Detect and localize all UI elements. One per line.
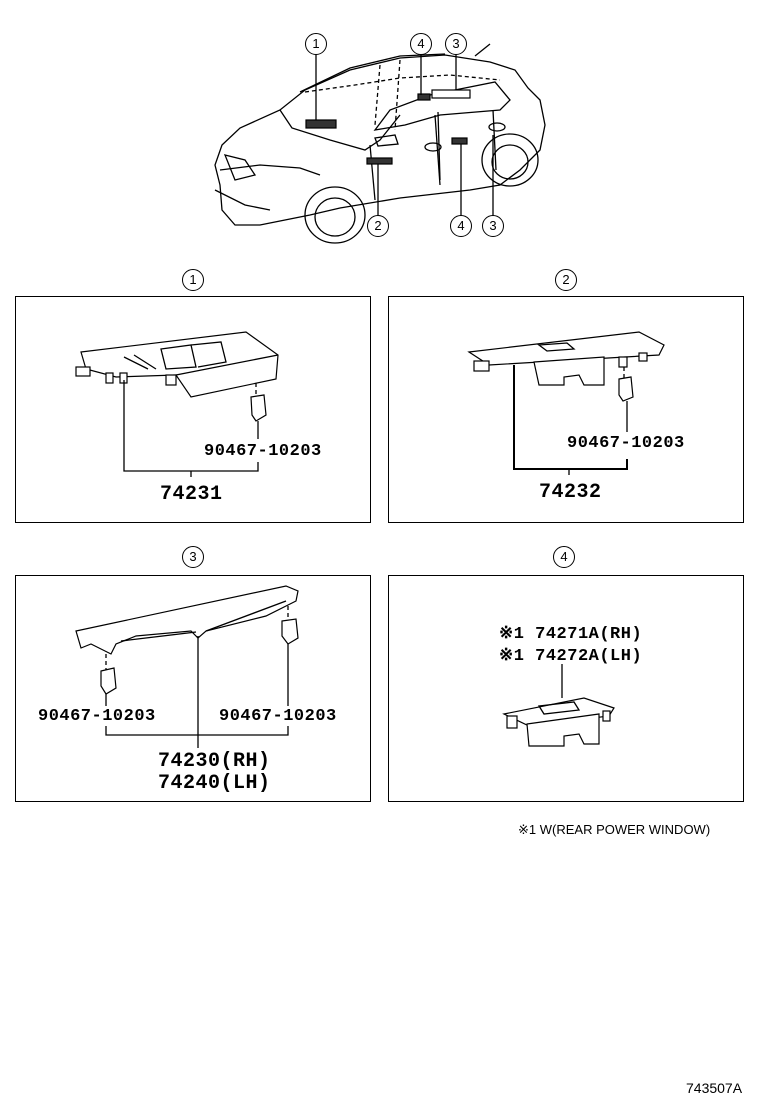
- part-number-assembly-lh[interactable]: ※1 74272A(LH): [499, 647, 643, 666]
- part-number-clip[interactable]: 90467-10203: [567, 434, 685, 453]
- part-number-assembly-rh[interactable]: ※1 74271A(RH): [499, 625, 643, 644]
- part-number-clip-right[interactable]: 90467-10203: [219, 707, 337, 726]
- part-number-clip[interactable]: 90467-10203: [204, 442, 322, 461]
- panel-1: 90467-10203 74231: [15, 296, 371, 523]
- panel-4-drawing: [502, 664, 615, 747]
- callout-3-lower[interactable]: 3: [482, 215, 504, 237]
- car-illustration: [214, 43, 546, 244]
- callout-1[interactable]: 1: [305, 33, 327, 55]
- diagram-id: 743507A: [686, 1080, 743, 1096]
- part-number-assembly[interactable]: 74232: [539, 481, 602, 504]
- part-number-assembly[interactable]: 74231: [160, 483, 223, 506]
- part-number-clip-left[interactable]: 90467-10203: [38, 707, 156, 726]
- panel-1-drawing: [75, 331, 279, 477]
- callout-4-upper[interactable]: 4: [410, 33, 432, 55]
- panel-4: ※1 74271A(RH) ※1 74272A(LH): [388, 575, 744, 802]
- callout-3-upper[interactable]: 3: [445, 33, 467, 55]
- callout-4-lower[interactable]: 4: [450, 215, 472, 237]
- panel-3-drawing: [75, 585, 299, 748]
- panel-2-callout: 2: [555, 269, 577, 291]
- panel-2: 90467-10203 74232: [388, 296, 744, 523]
- panel-4-callout: 4: [553, 546, 575, 568]
- panel-3-callout: 3: [182, 546, 204, 568]
- panel-3: 90467-10203 90467-10203 74230(RH) 74240(…: [15, 575, 371, 802]
- vehicle-overview: 1 4 3 2 4 3: [200, 20, 560, 250]
- callout-2[interactable]: 2: [367, 215, 389, 237]
- part-number-assembly-lh[interactable]: 74240(LH): [158, 772, 271, 795]
- panel-1-callout: 1: [182, 269, 204, 291]
- panel-2-drawing: [467, 331, 665, 475]
- part-number-assembly-rh[interactable]: 74230(RH): [158, 750, 271, 773]
- footnote: ※1 W(REAR POWER WINDOW): [518, 822, 711, 837]
